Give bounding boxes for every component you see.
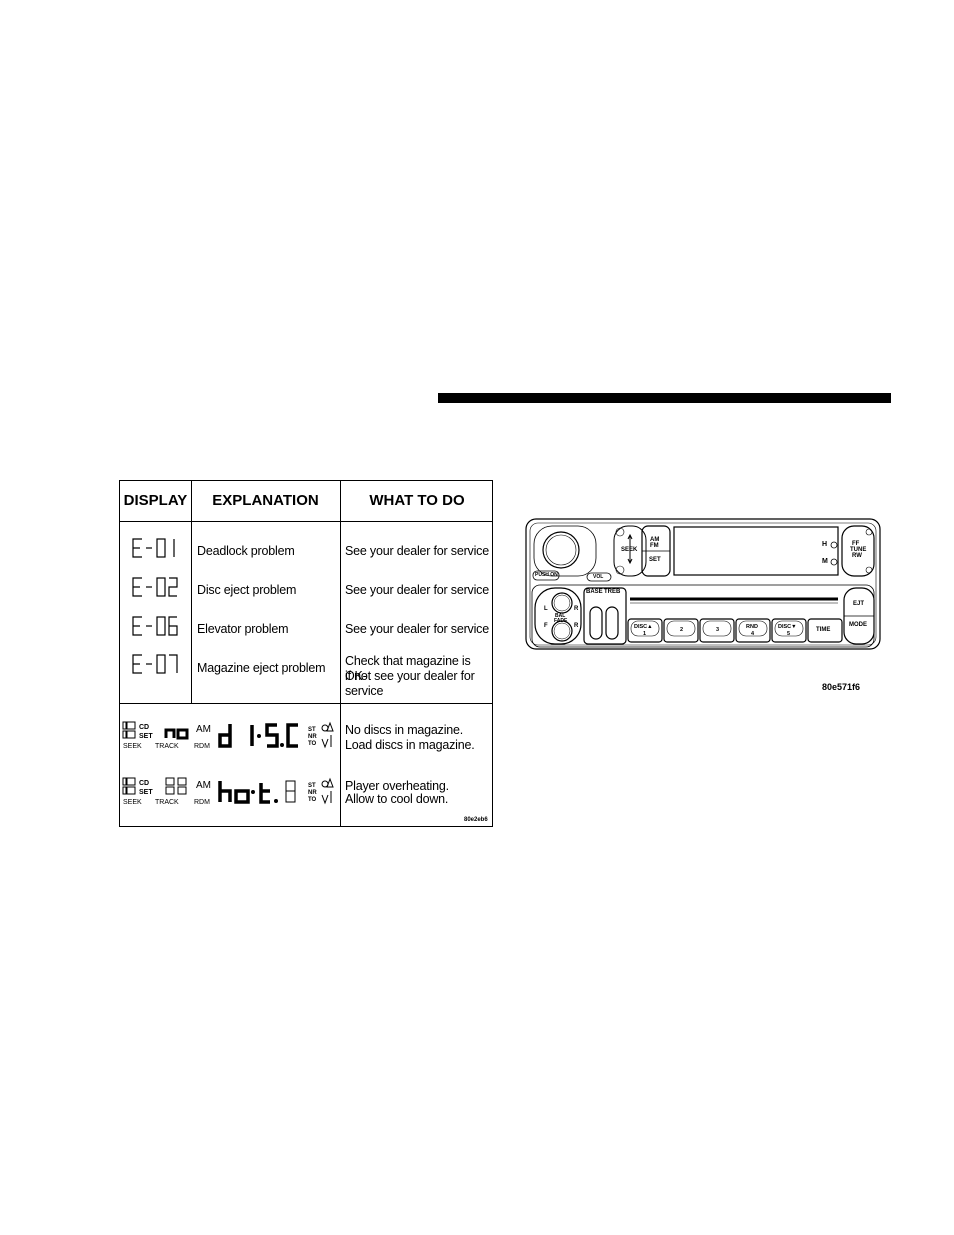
label-treb: TREB (604, 589, 621, 595)
label-r: R (574, 606, 579, 612)
explanation-text: Magazine eject problem (197, 661, 326, 675)
lcd-label-set: SET (139, 789, 153, 796)
lcd-message-line-1: No discs in magazine. (345, 723, 464, 737)
explanation-text: Disc eject problem (197, 583, 297, 597)
lcd-message-line-2: Load discs in magazine. (345, 738, 475, 752)
label-set: SET (649, 557, 661, 563)
label-r-fade: R (574, 623, 579, 629)
lcd-label-st: ST (308, 783, 316, 789)
radio-illustration: PUSH ON VOL SEEK AM FM SET H M FF TUNE R… (522, 517, 882, 652)
header-display: DISPLAY (123, 492, 188, 509)
lcd-message-line-1: Player overheating. (345, 779, 449, 793)
lcd-label-nr: NR (308, 734, 317, 740)
label-disc-up: DISC▲ (634, 624, 653, 630)
lcd-label-rdm: RDM (194, 743, 210, 750)
action-text-line-1: Check that magazine is OK- (345, 654, 471, 683)
label-time: TIME (816, 627, 831, 633)
label-bal: BAL (555, 613, 566, 619)
explanation-text: Deadlock problem (197, 544, 295, 558)
lcd-label-to: TO (308, 741, 317, 747)
header-explanation: EXPLANATION (212, 492, 319, 509)
lcd-label-am: AM (196, 780, 211, 791)
action-text: See your dealer for service (345, 583, 489, 597)
error-code-e07 (132, 654, 178, 674)
column-divider (191, 481, 192, 703)
lcd-label-set: SET (139, 733, 153, 740)
push-on-button (532, 570, 560, 581)
label-preset-1: 1 (643, 631, 647, 637)
label-tune: TUNE (850, 547, 867, 553)
label-l: L (544, 606, 548, 612)
lcd-label-cd: CD (139, 724, 149, 731)
label-seek: SEEK (621, 547, 638, 553)
label-mode: MODE (849, 622, 867, 628)
lcd-label-seek: SEEK (123, 743, 142, 750)
section-rule-bar (438, 393, 891, 403)
label-push-on: PUSH ON (535, 572, 558, 578)
lcd-label-rdm: RDM (194, 799, 210, 806)
label-ff: FF (852, 541, 860, 547)
radio-figure-id: 80e571f6 (822, 682, 861, 692)
lcd-label-am: AM (196, 724, 211, 735)
column-divider (340, 481, 341, 827)
action-text-line-2: if not see your dealer for service (345, 669, 475, 698)
lcd-label-to: TO (308, 797, 317, 803)
label-rw: RW (852, 553, 862, 559)
label-base: BASE (586, 589, 603, 595)
error-code-table: DISPLAY EXPLANATION WHAT TO DO Deadlock … (119, 480, 493, 827)
table-figure-id: 80e2eb6 (464, 817, 488, 823)
lcd-label-seek: SEEK (123, 799, 142, 806)
error-code-e01 (132, 538, 178, 558)
lcd-label-st: ST (308, 727, 316, 733)
label-fm: FM (650, 543, 659, 549)
label-am: AM (650, 537, 660, 543)
header-divider (120, 521, 492, 522)
lcd-message-line-2: Allow to cool down. (345, 792, 449, 806)
error-code-e06 (132, 616, 178, 636)
section-divider (120, 703, 492, 704)
label-disc-down: DISC▼ (778, 624, 797, 630)
label-vol: VOL (593, 574, 604, 580)
error-code-e02 (132, 577, 178, 597)
lcd-label-track: TRACK (155, 743, 179, 750)
header-what-to-do: WHAT TO DO (369, 492, 465, 509)
label-preset-5: 5 (787, 631, 791, 637)
action-text: See your dealer for service (345, 622, 489, 636)
explanation-text: Elevator problem (197, 622, 289, 636)
power-volume-knob (542, 531, 580, 569)
lcd-display-hot: CD SET SEEK TRACK AM RDM ST NR TO (122, 777, 336, 812)
label-ejt: EJT (853, 601, 865, 607)
label-preset-3: 3 (716, 627, 720, 633)
lcd-label-nr: NR (308, 790, 317, 796)
lcd-display-no-disc: CD SET SEEK TRACK AM RDM ST NR TO (122, 721, 336, 756)
label-preset-2: 2 (680, 627, 684, 633)
label-h: H (822, 541, 828, 548)
lcd-label-cd: CD (139, 780, 149, 787)
label-preset-4: 4 (751, 631, 755, 637)
label-m: M (822, 558, 828, 565)
lcd-label-track: TRACK (155, 799, 179, 806)
label-f: F (544, 623, 548, 629)
label-rnd: RND (746, 624, 758, 630)
action-text: See your dealer for service (345, 544, 489, 558)
label-fade: FADE (554, 618, 568, 624)
